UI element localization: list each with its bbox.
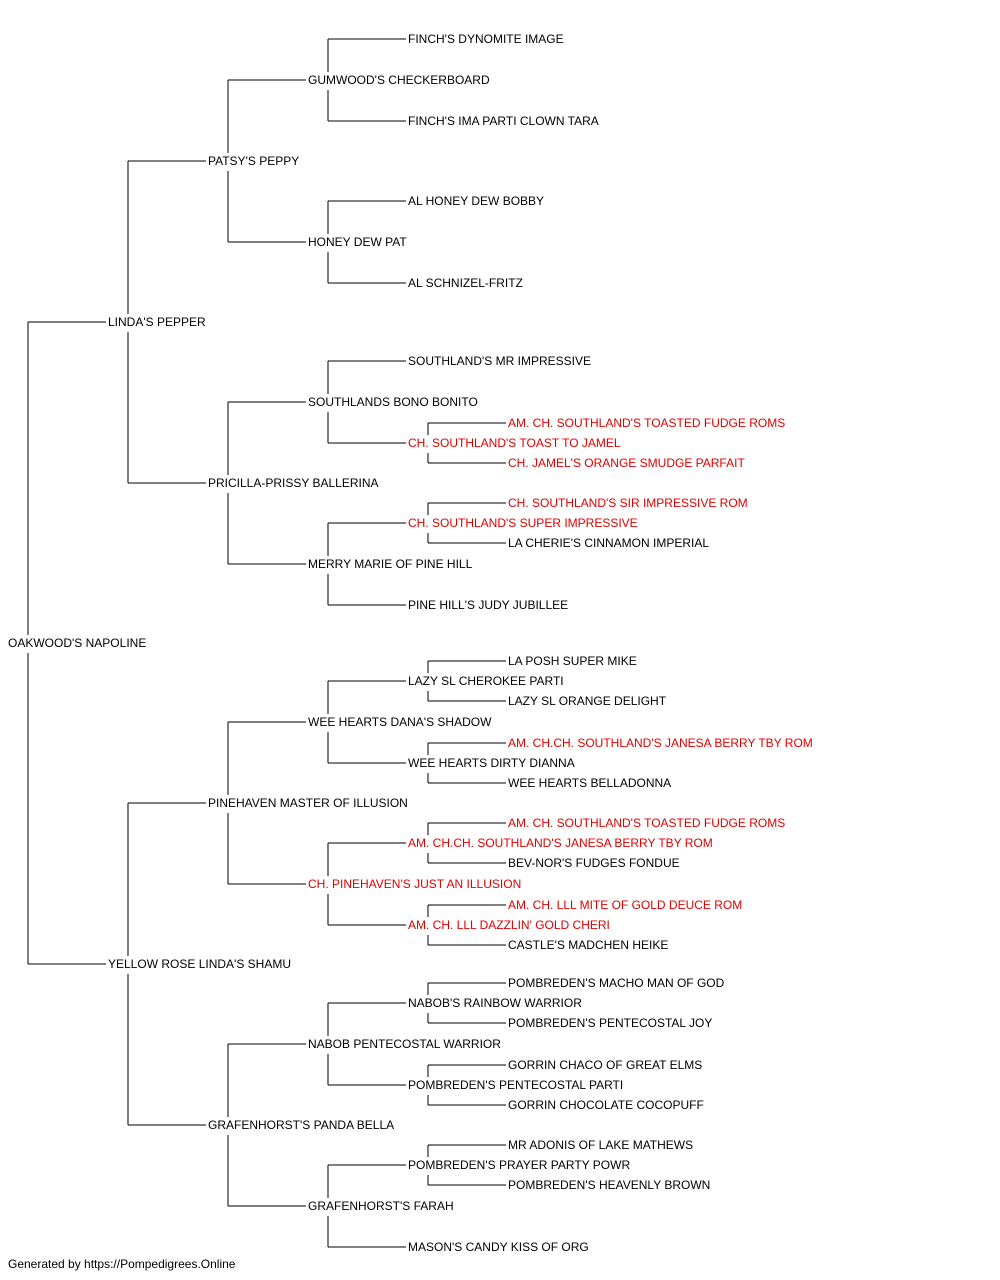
dog-name-sire: LINDA'S PEPPER xyxy=(108,315,206,329)
dog-name-sire-dam: PRICILLA-PRISSY BALLERINA xyxy=(208,476,379,490)
dog-name-dam-sire-dam-sire-dam: BEV-NOR'S FUDGES FONDUE xyxy=(508,856,680,870)
dog-name-sire-dam-dam: MERRY MARIE OF PINE HILL xyxy=(308,557,473,571)
dog-name-sire-dam-dam-sire: CH. SOUTHLAND'S SUPER IMPRESSIVE xyxy=(408,516,638,530)
dog-name-dam-dam-sire-dam: POMBREDEN'S PENTECOSTAL PARTI xyxy=(408,1078,623,1092)
dog-name-subject: OAKWOOD'S NAPOLINE xyxy=(8,636,146,650)
dog-name-sire-dam-sire-dam-dam: CH. JAMEL'S ORANGE SMUDGE PARFAIT xyxy=(508,456,745,470)
dog-name-sire-dam-dam-dam: PINE HILL'S JUDY JUBILLEE xyxy=(408,598,568,612)
dog-name-dam-sire-dam-dam: AM. CH. LLL DAZZLIN' GOLD CHERI xyxy=(408,918,610,932)
dog-name-dam-sire-dam-sire-sire: AM. CH. SOUTHLAND'S TOASTED FUDGE ROMS xyxy=(508,816,785,830)
dog-name-sire-dam-sire-sire: SOUTHLAND'S MR IMPRESSIVE xyxy=(408,354,591,368)
dog-name-dam-sire: PINEHAVEN MASTER OF ILLUSION xyxy=(208,796,408,810)
dog-name-sire-sire-dam-sire: AL HONEY DEW BOBBY xyxy=(408,194,544,208)
dog-name-dam-sire-sire-dam: WEE HEARTS DIRTY DIANNA xyxy=(408,756,575,770)
dog-name-dam-dam-sire-sire-dam: POMBREDEN'S PENTECOSTAL JOY xyxy=(508,1016,712,1030)
dog-name-dam-dam-sire-dam-dam: GORRIN CHOCOLATE COCOPUFF xyxy=(508,1098,704,1112)
dog-name-sire-sire-dam: HONEY DEW PAT xyxy=(308,235,407,249)
dog-name-dam-sire-dam-dam-sire: AM. CH. LLL MITE OF GOLD DEUCE ROM xyxy=(508,898,742,912)
generated-by-footer: Generated by https://Pompedigrees.Online xyxy=(8,1257,236,1271)
dog-name-sire-dam-sire: SOUTHLANDS BONO BONITO xyxy=(308,395,478,409)
dog-name-dam-sire-sire-sire: LAZY SL CHEROKEE PARTI xyxy=(408,674,564,688)
dog-name-dam-sire-dam-sire: AM. CH.CH. SOUTHLAND'S JANESA BERRY TBY … xyxy=(408,836,713,850)
dog-name-dam-dam-sire-sire: NABOB'S RAINBOW WARRIOR xyxy=(408,996,582,1010)
dog-name-dam-sire-sire-sire-sire: LA POSH SUPER MIKE xyxy=(508,654,637,668)
dog-name-sire-dam-sire-dam: CH. SOUTHLAND'S TOAST TO JAMEL xyxy=(408,436,621,450)
dog-name-dam-dam-dam-sire-sire: MR ADONIS OF LAKE MATHEWS xyxy=(508,1138,693,1152)
dog-name-dam-sire-sire-sire-dam: LAZY SL ORANGE DELIGHT xyxy=(508,694,667,708)
dog-name-dam-dam-dam-dam: MASON'S CANDY KISS OF ORG xyxy=(408,1240,589,1254)
dog-name-dam-dam-sire-sire-sire: POMBREDEN'S MACHO MAN OF GOD xyxy=(508,976,725,990)
dog-name-sire-dam-sire-dam-sire: AM. CH. SOUTHLAND'S TOASTED FUDGE ROMS xyxy=(508,416,785,430)
dog-name-dam: YELLOW ROSE LINDA'S SHAMU xyxy=(108,957,291,971)
dog-name-dam-sire-dam-dam-dam: CASTLE'S MADCHEN HEIKE xyxy=(508,938,668,952)
dog-name-dam-dam-dam-sire: POMBREDEN'S PRAYER PARTY POWR xyxy=(408,1158,630,1172)
dog-name-sire-sire-sire-sire: FINCH'S DYNOMITE IMAGE xyxy=(408,32,564,46)
dog-name-dam-dam-dam: GRAFENHORST'S FARAH xyxy=(308,1199,454,1213)
dog-name-sire-sire-dam-dam: AL SCHNIZEL-FRITZ xyxy=(408,276,523,290)
dog-name-sire-sire-sire: GUMWOOD'S CHECKERBOARD xyxy=(308,73,490,87)
dog-name-sire-dam-dam-sire-sire: CH. SOUTHLAND'S SIR IMPRESSIVE ROM xyxy=(508,496,748,510)
dog-name-sire-sire: PATSY'S PEPPY xyxy=(208,154,299,168)
dog-name-dam-sire-dam: CH. PINEHAVEN'S JUST AN ILLUSION xyxy=(308,877,521,891)
dog-name-dam-dam-dam-sire-dam: POMBREDEN'S HEAVENLY BROWN xyxy=(508,1178,710,1192)
dog-name-dam-sire-sire-dam-sire: AM. CH.CH. SOUTHLAND'S JANESA BERRY TBY … xyxy=(508,736,813,750)
dog-name-dam-sire-sire-dam-dam: WEE HEARTS BELLADONNA xyxy=(508,776,671,790)
dog-name-dam-dam: GRAFENHORST'S PANDA BELLA xyxy=(208,1118,394,1132)
dog-name-dam-dam-sire: NABOB PENTECOSTAL WARRIOR xyxy=(308,1037,501,1051)
dog-name-dam-sire-sire: WEE HEARTS DANA'S SHADOW xyxy=(308,715,492,729)
dog-name-dam-dam-sire-dam-sire: GORRIN CHACO OF GREAT ELMS xyxy=(508,1058,702,1072)
dog-name-sire-sire-sire-dam: FINCH'S IMA PARTI CLOWN TARA xyxy=(408,114,599,128)
dog-name-sire-dam-dam-sire-dam: LA CHERIE'S CINNAMON IMPERIAL xyxy=(508,536,709,550)
